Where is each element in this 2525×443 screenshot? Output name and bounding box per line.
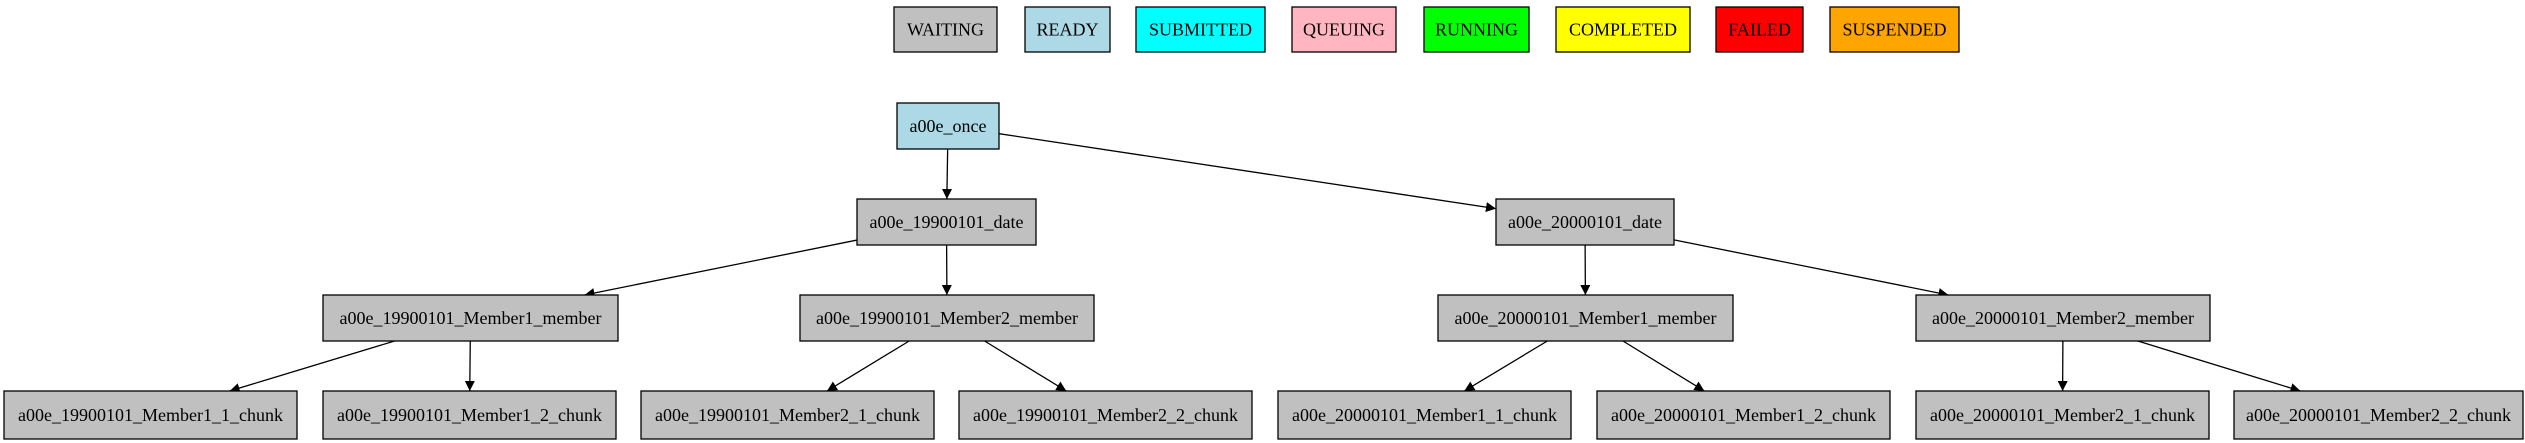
job-node[interactable]: a00e_once bbox=[896, 102, 1000, 150]
job-node-label: a00e_19900101_date bbox=[870, 212, 1024, 232]
job-node-label: a00e_19900101_Member1_1_chunk bbox=[18, 405, 283, 425]
legend-swatch-submitted bbox=[1135, 6, 1266, 53]
legend-label-suspended: SUSPENDED bbox=[1842, 20, 1946, 40]
job-node[interactable]: a00e_19900101_date bbox=[856, 198, 1037, 246]
job-node[interactable]: a00e_19900101_Member2_2_chunk bbox=[958, 390, 1253, 440]
legend-label-submitted: SUBMITTED bbox=[1149, 20, 1252, 40]
job-node-label: a00e_20000101_Member1_member bbox=[1455, 308, 1717, 328]
job-node-label: a00e_20000101_Member2_member bbox=[1932, 308, 2194, 328]
legend-swatch-completed bbox=[1555, 6, 1691, 53]
legend-label-waiting: WAITING bbox=[907, 20, 984, 40]
legend-item-failed: FAILED bbox=[1715, 6, 1804, 53]
job-node-box bbox=[958, 390, 1253, 440]
nodes-layer: a00e_once a00e_19900101_date a00e_20000101… bbox=[3, 102, 2524, 440]
job-node-box bbox=[1437, 294, 1734, 342]
job-node[interactable]: a00e_20000101_Member1_2_chunk bbox=[1596, 390, 1891, 440]
legend-label-running: RUNNING bbox=[1435, 20, 1518, 40]
job-node-label: a00e_19900101_Member1_2_chunk bbox=[337, 405, 602, 425]
dependency-edge bbox=[942, 148, 953, 200]
legend-item-suspended: SUSPENDED bbox=[1829, 6, 1960, 53]
job-node-label: a00e_20000101_Member1_2_chunk bbox=[1611, 405, 1876, 425]
job-node-label: a00e_19900101_Member2_2_chunk bbox=[973, 405, 1238, 425]
job-node[interactable]: a00e_20000101_Member2_1_chunk bbox=[1915, 390, 2210, 440]
job-node[interactable]: a00e_20000101_Member1_member bbox=[1437, 294, 1734, 342]
edges-layer bbox=[229, 133, 2301, 393]
job-node[interactable]: a00e_19900101_Member1_1_chunk bbox=[3, 390, 298, 440]
job-node-label: a00e_20000101_Member2_1_chunk bbox=[1930, 405, 2195, 425]
dependency-edge bbox=[826, 340, 910, 392]
job-node-box bbox=[1596, 390, 1891, 440]
dependency-edge bbox=[584, 239, 858, 298]
job-node-label: a00e_19900101_Member1_member bbox=[340, 308, 602, 328]
dependency-edge bbox=[1673, 239, 1949, 298]
job-node[interactable]: a00e_19900101_Member1_member bbox=[322, 294, 619, 342]
dependency-edge bbox=[464, 340, 475, 392]
status-legend: WAITING READY SUBMITTED QUEUING RUNNING COMPL… bbox=[893, 6, 1960, 53]
job-node[interactable]: a00e_20000101_Member2_2_chunk bbox=[2233, 390, 2524, 440]
legend-label-completed: COMPLETED bbox=[1569, 20, 1677, 40]
dependency-edge bbox=[998, 133, 1497, 213]
job-node-box bbox=[322, 390, 617, 440]
legend-item-running: RUNNING bbox=[1423, 6, 1530, 53]
legend-swatch-queuing bbox=[1291, 6, 1397, 53]
job-node[interactable]: a00e_19900101_Member2_member bbox=[799, 294, 1095, 342]
legend-swatch-failed bbox=[1715, 6, 1804, 53]
dependency-edge bbox=[229, 340, 395, 393]
job-node-label: a00e_19900101_Member2_1_chunk bbox=[655, 405, 920, 425]
job-node-box bbox=[896, 102, 1000, 150]
legend-swatch-suspended bbox=[1829, 6, 1960, 53]
legend-label-ready: READY bbox=[1037, 20, 1099, 40]
legend-swatch-running bbox=[1423, 6, 1530, 53]
job-node[interactable]: a00e_20000101_Member1_1_chunk bbox=[1277, 390, 1572, 440]
job-node-box bbox=[799, 294, 1095, 342]
job-node[interactable]: a00e_19900101_Member2_1_chunk bbox=[640, 390, 935, 440]
dependency-edge bbox=[984, 340, 1067, 392]
dependency-edge bbox=[1622, 340, 1705, 392]
job-node-label: a00e_once bbox=[910, 116, 987, 136]
legend-label-failed: FAILED bbox=[1728, 20, 1791, 40]
job-node-label: a00e_20000101_Member1_1_chunk bbox=[1292, 405, 1557, 425]
job-node[interactable]: a00e_20000101_date bbox=[1495, 198, 1675, 246]
job-node-box bbox=[2233, 390, 2524, 440]
job-node-box bbox=[1915, 294, 2211, 342]
job-node[interactable]: a00e_20000101_Member2_member bbox=[1915, 294, 2211, 342]
job-node-box bbox=[1915, 390, 2210, 440]
job-node-box bbox=[322, 294, 619, 342]
job-node-box bbox=[640, 390, 935, 440]
job-node-box bbox=[3, 390, 298, 440]
job-node-label: a00e_20000101_Member2_2_chunk bbox=[2246, 405, 2511, 425]
legend-label-queuing: QUEUING bbox=[1303, 20, 1385, 40]
legend-swatch-ready bbox=[1024, 6, 1111, 53]
legend-item-completed: COMPLETED bbox=[1555, 6, 1691, 53]
legend-item-ready: READY bbox=[1024, 6, 1111, 53]
job-node-label: a00e_19900101_Member2_member bbox=[816, 308, 1078, 328]
legend-item-waiting: WAITING bbox=[893, 6, 998, 53]
job-node-label: a00e_20000101_date bbox=[1508, 212, 1662, 232]
legend-item-queuing: QUEUING bbox=[1291, 6, 1397, 53]
job-node-box bbox=[856, 198, 1037, 246]
dependency-edge bbox=[2137, 340, 2301, 393]
job-node[interactable]: a00e_19900101_Member1_2_chunk bbox=[322, 390, 617, 440]
job-node-box bbox=[1495, 198, 1675, 246]
legend-item-submitted: SUBMITTED bbox=[1135, 6, 1266, 53]
legend-swatch-waiting bbox=[893, 6, 998, 53]
job-node-box bbox=[1277, 390, 1572, 440]
dependency-edge bbox=[1463, 340, 1548, 392]
